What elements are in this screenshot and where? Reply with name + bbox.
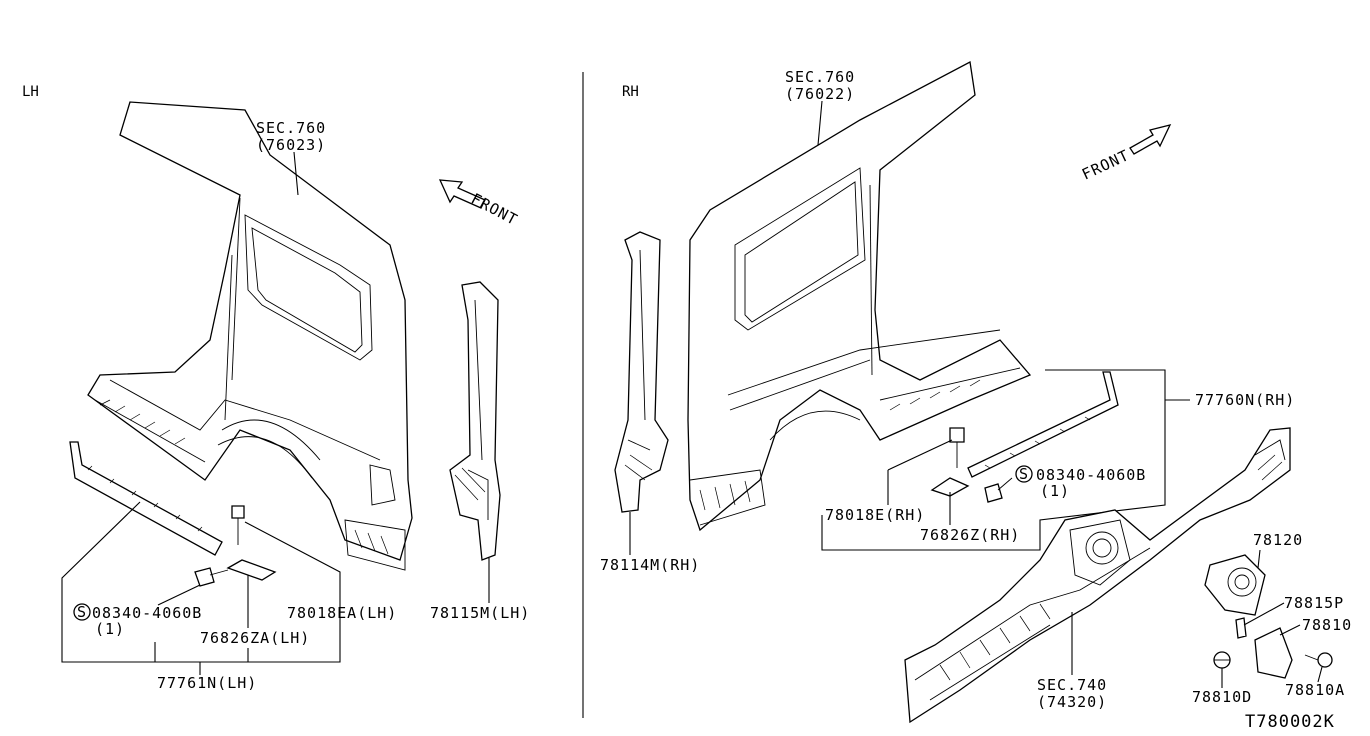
sill-panel-sec740 [904,427,1291,724]
label-77760n: 77760N(RH) [1195,391,1295,409]
label-78810: 78810 [1302,616,1352,634]
label-76826za: 76826ZA(LH) [200,629,310,647]
bumper-78810d [1213,651,1231,669]
label-77761n: 77761N(LH) [157,674,257,692]
side-label-lh: LH [22,84,39,100]
diagram-code: T780002K [1245,712,1335,732]
bracket-76826z-rh [930,477,970,497]
label-78810d: 78810D [1192,688,1252,706]
screw-lh [194,567,229,587]
front-arrow-lh: FRONT [438,179,521,229]
screw-marker-rh [1015,465,1033,483]
label-screw-qty-rh: (1) [1040,482,1070,500]
label-78120: 78120 [1253,531,1303,549]
label-78018ea: 78018EA(LH) [287,604,397,622]
svg-text:S: S [1019,465,1029,483]
sill-strip-lh [69,441,223,556]
quarter-panel-rh [687,60,1032,532]
svg-text:S: S [77,603,87,621]
svg-text:FRONT: FRONT [1079,146,1132,184]
pillar-78114m-rh [614,231,669,513]
sec-ref-rh: SEC.760 [785,68,855,86]
label-76826z: 76826Z(RH) [920,526,1020,544]
label-78810a: 78810A [1285,681,1345,699]
sec-ref-lh: SEC.760 [256,119,326,137]
clip-78018e-rh [949,427,965,468]
label-78815p: 78815P [1284,594,1344,612]
label-sec740: SEC.740 [1037,676,1107,694]
label-78114m: 78114M(RH) [600,556,700,574]
label-sec740-num: (74320) [1037,693,1107,711]
label-78115m: 78115M(LH) [430,604,530,622]
bracket-76826za-lh [226,559,277,581]
sec-num-lh: (76023) [256,136,326,154]
label-screw-qty-lh: (1) [95,620,125,638]
clip-78815p [1235,617,1247,639]
sill-strip-rh [967,371,1119,478]
front-arrow-rh: FRONT [1079,124,1172,184]
sec-num-rh: (76022) [785,85,855,103]
pillar-78115m-lh [449,281,501,561]
screw-marker-lh [73,603,91,621]
screw-rh [984,477,1013,503]
svg-text:FRONT: FRONT [468,190,521,229]
housing-78120 [1204,554,1266,616]
label-78018e: 78018E(RH) [825,506,925,524]
side-label-rh: RH [622,84,639,100]
quarter-panel-lh [87,101,413,571]
label-screw-lh: 08340-4060B [92,604,202,622]
label-screw-rh: 08340-4060B [1036,466,1146,484]
clip-78018ea-lh [231,505,245,545]
cap-78810a [1304,652,1333,668]
fuel-lid-78810 [1254,627,1293,679]
